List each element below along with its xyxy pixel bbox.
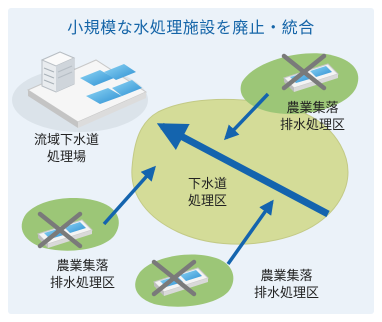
flow-arrow-top-right [223,92,270,141]
main-sewer-arrow [156,122,330,218]
flow-arrow-bottom [226,199,274,266]
label-rural-top-right: 農業集落 排水処理区 [280,101,346,133]
diagram-canvas: 小規模な水処理施設を廃止・統合 [8,8,374,314]
flow-arrow-left [102,165,156,226]
label-rural-bottom: 農業集落 排水処理区 [254,269,320,301]
label-central-plant: 流域下水道 処理場 [34,133,100,165]
diagram-title: 小規模な水処理施設を廃止・統合 [67,18,315,37]
label-rural-left: 農業集落 排水処理区 [50,259,116,291]
treatment-plant-icon [12,51,148,132]
diagram-graphic [12,51,359,307]
label-sewer-area: 下水道 処理区 [188,177,228,209]
